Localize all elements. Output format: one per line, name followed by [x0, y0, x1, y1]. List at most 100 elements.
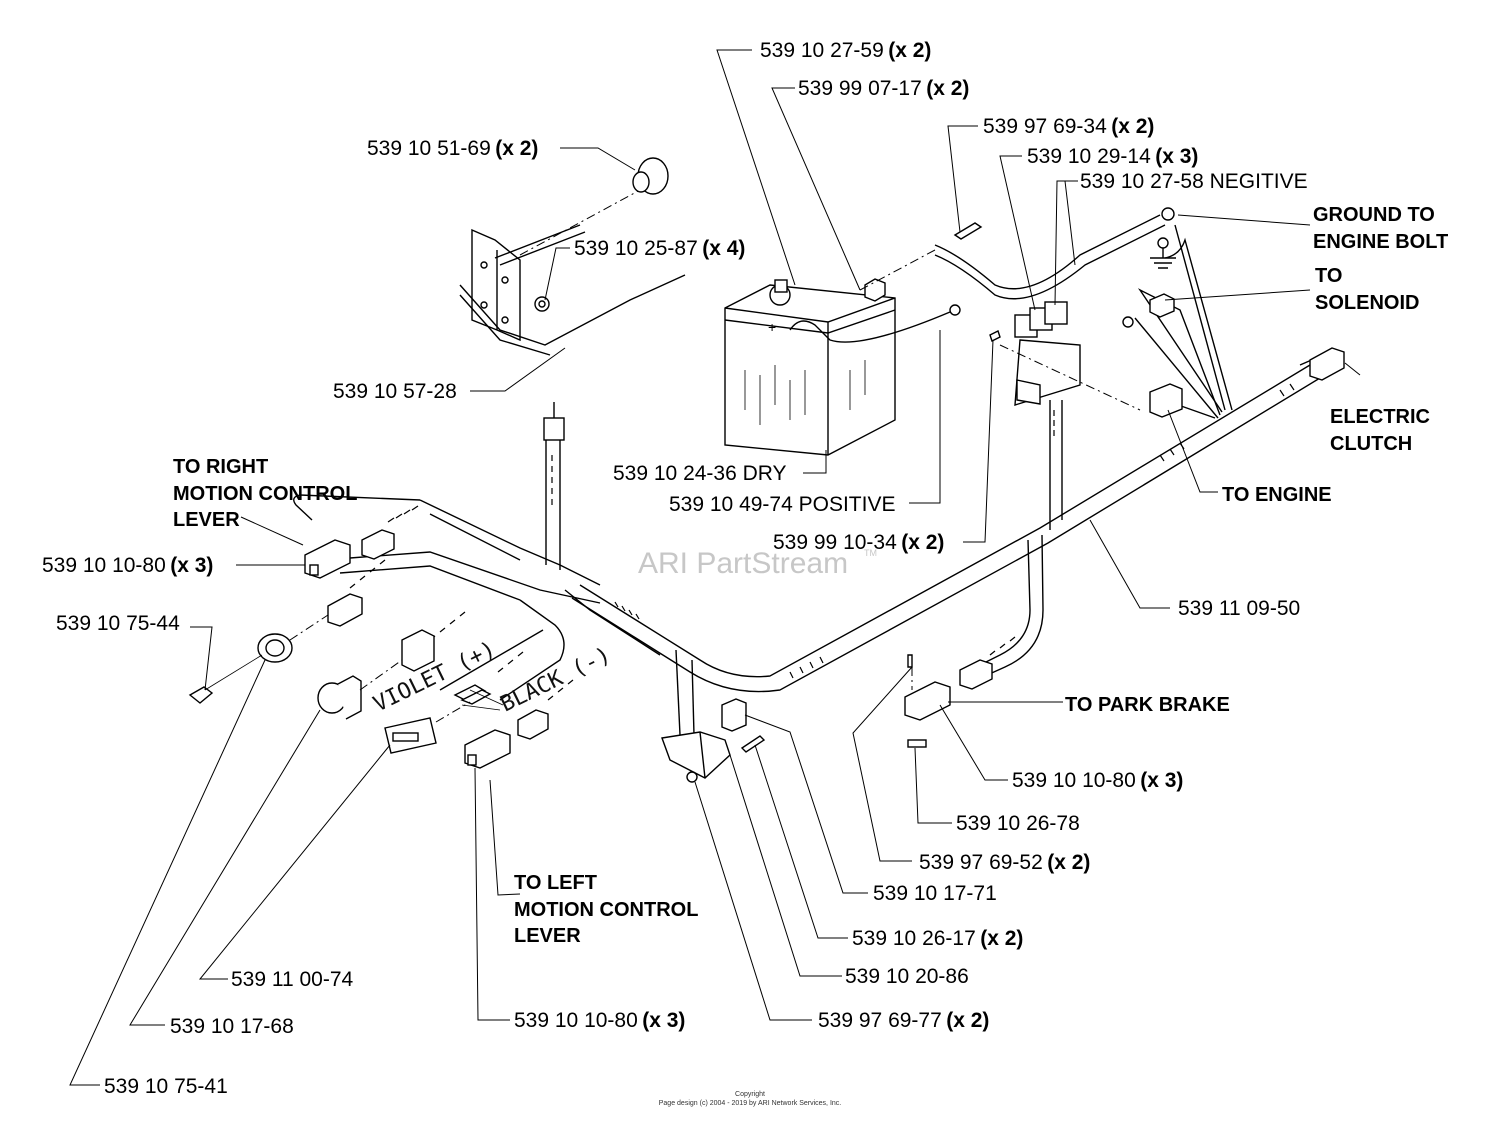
- svg-text:ENGINE BOLT: ENGINE BOLT: [1313, 231, 1448, 253]
- negative-cable: [859, 207, 1175, 300]
- callout-to-solenoid: TO SOLENOID: [1315, 265, 1419, 314]
- solenoid-connector: [1122, 293, 1175, 328]
- svg-text:539 10 75-44: 539 10 75-44: [56, 612, 180, 635]
- label-539-10-27-59: 539 10 27-59 (x 2): [760, 39, 931, 62]
- label-539-10-17-71: 539 10 17-71: [873, 882, 997, 905]
- label-539-97-69-34: 539 97 69-34 (x 2): [983, 115, 1154, 138]
- label-539-10-10-80-right: 539 10 10-80 (x 3): [42, 554, 213, 577]
- svg-text:539 10 17-71: 539 10 17-71: [873, 882, 997, 905]
- mounting-bracket: [459, 157, 686, 356]
- svg-text:539 10 10-80 (x 3): 539 10 10-80 (x 3): [514, 1009, 685, 1032]
- label-539-10-25-87: 539 10 25-87 (x 4): [574, 237, 745, 260]
- callout-to-right-motion-control-lever: TO RIGHT MOTION CONTROL LEVER: [173, 456, 357, 531]
- svg-text:SOLENOID: SOLENOID: [1315, 292, 1419, 314]
- callout-to-park-brake: TO PARK BRAKE: [1065, 694, 1230, 716]
- label-539-10-10-80-park: 539 10 10-80 (x 3): [1012, 769, 1183, 792]
- callout-to-engine: TO ENGINE: [1222, 484, 1332, 506]
- hour-meter: [384, 684, 492, 754]
- svg-text:GROUND TO: GROUND TO: [1313, 204, 1435, 226]
- seat-switch-bracket: [661, 698, 766, 783]
- battery: +: [724, 278, 961, 456]
- svg-text:539 10 49-74 POSITIVE: 539 10 49-74 POSITIVE: [669, 493, 895, 516]
- ground-symbol: [1150, 237, 1176, 269]
- svg-text:539 10 25-87 (x 4): 539 10 25-87 (x 4): [574, 237, 745, 260]
- label-539-99-07-17: 539 99 07-17 (x 2): [798, 77, 969, 100]
- svg-text:539 10 27-58 NEGITIVE: 539 10 27-58 NEGITIVE: [1080, 170, 1308, 193]
- svg-text:539 10 75-41: 539 10 75-41: [104, 1075, 228, 1098]
- ignition-switch: [188, 593, 363, 704]
- label-539-10-57-28: 539 10 57-28: [333, 380, 457, 403]
- callout-ground-to-engine-bolt: GROUND TO ENGINE BOLT: [1313, 204, 1448, 253]
- watermark-text: ARI PartStream: [638, 547, 848, 580]
- clutch-connector: [1309, 347, 1345, 381]
- main-wiring-harness: [293, 224, 1331, 736]
- left-lever-switch: [464, 709, 549, 769]
- label-539-10-51-69: 539 10 51-69 (x 2): [367, 137, 538, 160]
- svg-text:539 11 09-50: 539 11 09-50: [1178, 597, 1300, 620]
- svg-text:539 10 27-59 (x 2): 539 10 27-59 (x 2): [760, 39, 931, 62]
- label-539-97-69-52: 539 97 69-52 (x 2): [919, 851, 1090, 874]
- harness-branch-right-lever: [293, 494, 421, 521]
- svg-text:TO ENGINE: TO ENGINE: [1222, 484, 1332, 506]
- label-539-10-17-68: 539 10 17-68: [170, 1015, 294, 1038]
- relay-assembly: [989, 301, 1141, 411]
- svg-text:539 10 17-68: 539 10 17-68: [170, 1015, 294, 1038]
- svg-text:539 10 26-78: 539 10 26-78: [956, 812, 1080, 835]
- label-539-10-29-14: 539 10 29-14 (x 3): [1027, 145, 1198, 168]
- label-539-10-26-17: 539 10 26-17 (x 2): [852, 927, 1023, 950]
- label-539-10-27-58: 539 10 27-58 NEGITIVE: [1080, 170, 1308, 193]
- label-539-10-26-78: 539 10 26-78: [956, 812, 1080, 835]
- svg-text:539 10 26-17 (x 2): 539 10 26-17 (x 2): [852, 927, 1023, 950]
- svg-text:MOTION CONTROL: MOTION CONTROL: [173, 483, 357, 505]
- engine-connector: [1149, 383, 1183, 418]
- svg-text:MOTION CONTROL: MOTION CONTROL: [514, 899, 698, 921]
- harness-trunk: [579, 364, 1311, 678]
- leader-lines: [69, 49, 1361, 1086]
- part-labels: 539 10 27-59 (x 2) 539 99 07-17 (x 2) 53…: [42, 39, 1308, 1098]
- svg-text:539 10 57-28: 539 10 57-28: [333, 380, 457, 403]
- svg-text:TO: TO: [1315, 265, 1342, 287]
- label-539-99-10-34: 539 99 10-34 (x 2): [773, 531, 944, 554]
- svg-text:LEVER: LEVER: [514, 925, 581, 947]
- label-539-11-00-74: 539 11 00-74: [231, 968, 354, 991]
- label-539-11-09-50: 539 11 09-50: [1178, 597, 1300, 620]
- svg-text:CLUTCH: CLUTCH: [1330, 433, 1412, 455]
- label-539-10-75-41: 539 10 75-41: [104, 1075, 228, 1098]
- battery-plus-sign: +: [768, 319, 776, 335]
- black-wire-label: BLACK (-): [497, 643, 615, 718]
- svg-text:ELECTRIC: ELECTRIC: [1330, 406, 1430, 428]
- park-brake-switch: [904, 654, 993, 748]
- svg-text:539 11 00-74: 539 11 00-74: [231, 968, 354, 991]
- svg-text:LEVER: LEVER: [173, 509, 240, 531]
- svg-text:TO RIGHT: TO RIGHT: [173, 456, 268, 478]
- footer-page-design: Page design (c) 2004 - 2019 by ARI Netwo…: [659, 1100, 842, 1107]
- indicator-light: [317, 629, 435, 720]
- svg-text:539 10 29-14 (x 3): 539 10 29-14 (x 3): [1027, 145, 1198, 168]
- watermark: ARI PartStream TM: [638, 547, 877, 580]
- callouts: GROUND TO ENGINE BOLT TO SOLENOID ELECTR…: [173, 204, 1448, 947]
- top-center-connector: [543, 402, 565, 441]
- callout-electric-clutch: ELECTRIC CLUTCH: [1330, 406, 1430, 455]
- svg-text:539 10 10-80 (x 3): 539 10 10-80 (x 3): [1012, 769, 1183, 792]
- svg-text:539 97 69-34 (x 2): 539 97 69-34 (x 2): [983, 115, 1154, 138]
- svg-text:539 97 69-77 (x 2): 539 97 69-77 (x 2): [818, 1009, 989, 1032]
- svg-text:539 10 20-86: 539 10 20-86: [845, 965, 969, 988]
- page-footer: Copyright Page design (c) 2004 - 2019 by…: [659, 1091, 842, 1107]
- svg-text:539 10 24-36 DRY: 539 10 24-36 DRY: [613, 462, 787, 485]
- label-539-97-69-77: 539 97 69-77 (x 2): [818, 1009, 989, 1032]
- footer-copyright: Copyright: [735, 1091, 765, 1098]
- svg-text:539 99 10-34 (x 2): 539 99 10-34 (x 2): [773, 531, 944, 554]
- svg-text:539 99 07-17 (x 2): 539 99 07-17 (x 2): [798, 77, 969, 100]
- label-539-10-20-86: 539 10 20-86: [845, 965, 969, 988]
- svg-text:TO LEFT: TO LEFT: [514, 872, 597, 894]
- callout-to-left-motion-control-lever: TO LEFT MOTION CONTROL LEVER: [514, 872, 698, 947]
- svg-text:539 10 51-69 (x 2): 539 10 51-69 (x 2): [367, 137, 538, 160]
- svg-text:539 97 69-52 (x 2): 539 97 69-52 (x 2): [919, 851, 1090, 874]
- label-539-10-24-36: 539 10 24-36 DRY: [613, 462, 787, 485]
- label-539-10-49-74: 539 10 49-74 POSITIVE: [669, 493, 895, 516]
- svg-text:539 10 10-80 (x 3): 539 10 10-80 (x 3): [42, 554, 213, 577]
- label-539-10-75-44: 539 10 75-44: [56, 612, 180, 635]
- svg-text:TO PARK BRAKE: TO PARK BRAKE: [1065, 694, 1230, 716]
